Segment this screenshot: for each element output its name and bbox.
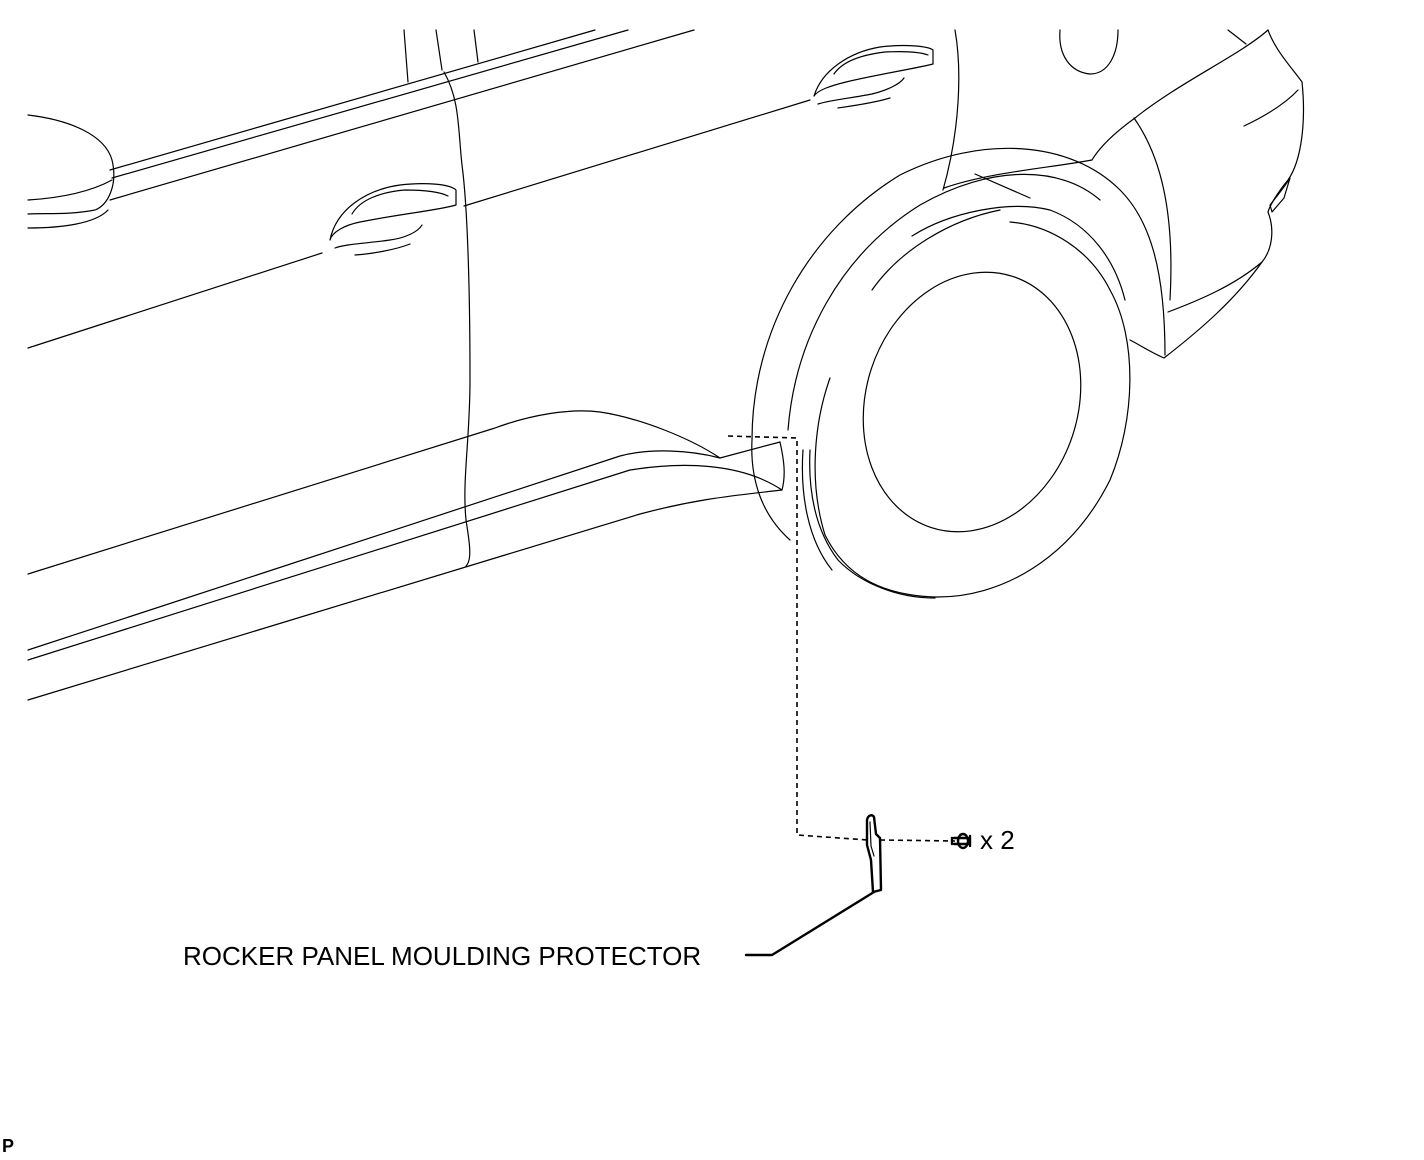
front-door-handle (329, 183, 457, 256)
corner-code: P (2, 1136, 15, 1156)
body-character-lines (27, 99, 811, 349)
clip-icon (950, 832, 972, 850)
rear-door-handle (813, 44, 934, 109)
moulding-protector-part (865, 814, 883, 894)
pillar-and-door-seam (403, 29, 479, 567)
side-mirror (27, 114, 115, 229)
part-name-label: ROCKER PANEL MOULDING PROTECTOR (183, 941, 702, 971)
rear-quarter (942, 29, 1305, 359)
rocker-panel-moulding (27, 410, 785, 701)
tire (801, 205, 1131, 599)
wheel-rim (862, 271, 1082, 533)
wheel-arch (751, 147, 1166, 541)
part-label-leader (744, 890, 876, 957)
door-belt-lines (109, 29, 695, 201)
quantity-label: x 2 (980, 825, 1015, 855)
assembly-leader-lines (727, 435, 956, 842)
